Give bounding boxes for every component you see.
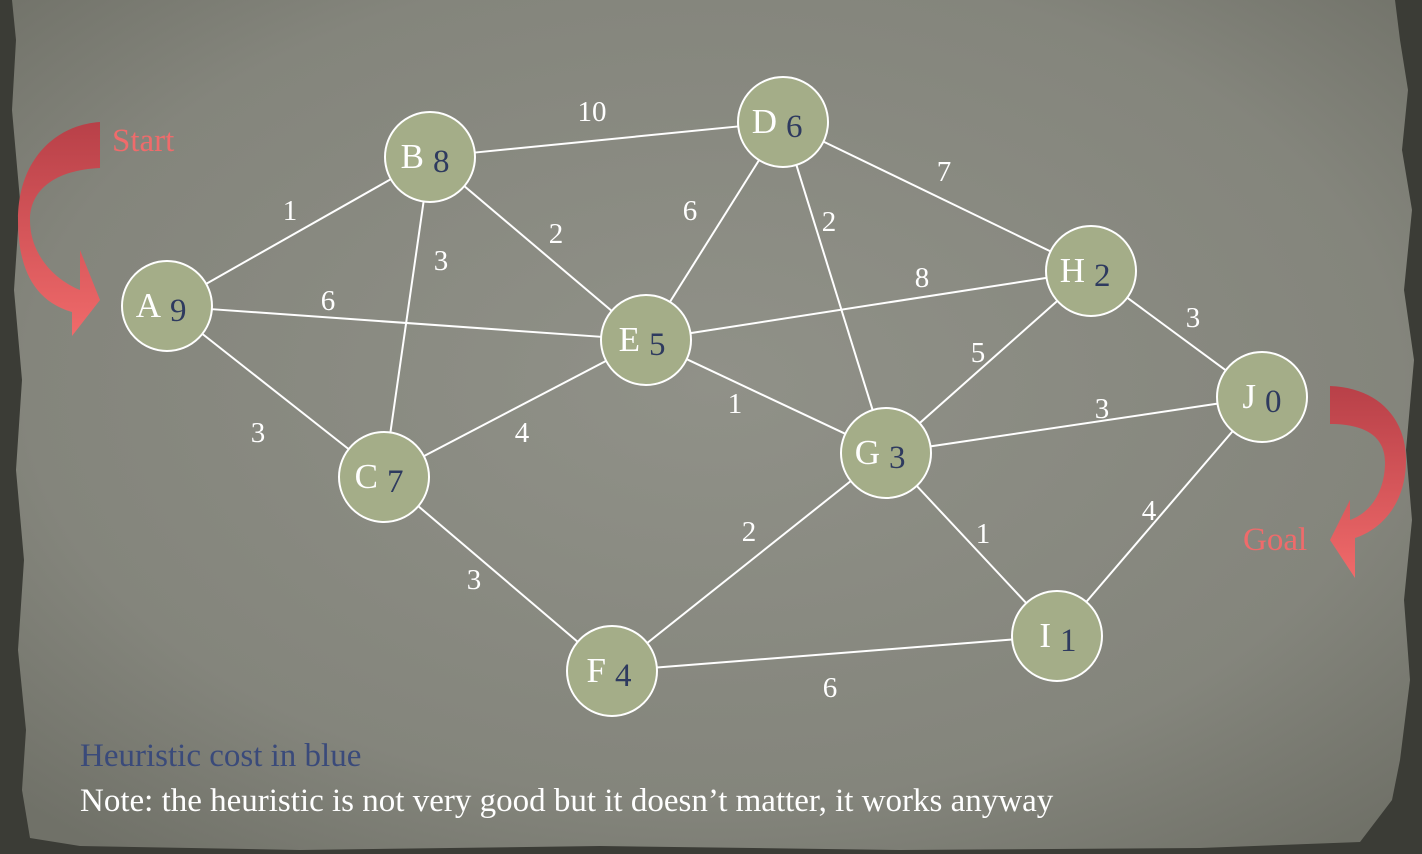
node-label: G [855, 433, 880, 472]
node-circle [384, 111, 476, 203]
node-heuristic: 2 [1094, 258, 1111, 294]
edge-b-c [389, 201, 425, 433]
edge-a-b [205, 178, 392, 285]
edge-weight-f-g: 2 [742, 516, 757, 548]
edge-d-g [795, 164, 874, 411]
goal-arrow-icon [1330, 386, 1406, 578]
edge-weight-a-e: 6 [321, 285, 336, 317]
node-label: J [1242, 377, 1256, 416]
node-heuristic: 0 [1265, 384, 1282, 420]
edge-f-g [646, 480, 852, 644]
node-label: C [355, 457, 378, 496]
node-label: B [401, 137, 424, 176]
edge-weight-c-f: 3 [467, 564, 482, 596]
node-circle [600, 294, 692, 386]
node-heuristic: 6 [786, 109, 803, 145]
node-heuristic: 7 [387, 464, 404, 500]
node-label: D [752, 102, 777, 141]
edge-weight-g-i: 1 [976, 518, 991, 550]
node-label: A [136, 286, 162, 325]
goal-label: Goal [1243, 522, 1307, 558]
edge-weight-i-j: 4 [1142, 495, 1157, 527]
edge-weight-e-g: 1 [728, 388, 743, 420]
edge-e-h [690, 276, 1047, 335]
edge-weight-a-b: 1 [283, 195, 298, 227]
edge-weight-b-e: 2 [549, 218, 564, 250]
note-caption: Note: the heuristic is not very good but… [80, 783, 1054, 819]
node-circle [566, 625, 658, 717]
edge-i-j [1085, 430, 1234, 603]
edge-c-e [423, 359, 607, 458]
edge-c-f [417, 505, 579, 643]
edge-weight-c-e: 4 [515, 417, 530, 449]
start-arrow-icon [18, 122, 100, 336]
edge-d-h [823, 140, 1051, 253]
node-circle [1045, 225, 1137, 317]
edge-weight-g-j: 3 [1095, 393, 1110, 425]
node-circle [737, 76, 829, 168]
edge-h-j [1126, 296, 1227, 372]
start-label: Start [112, 123, 174, 159]
edge-weight-e-h: 8 [915, 262, 930, 294]
edge-e-g [686, 358, 846, 435]
node-circle [1216, 351, 1308, 443]
edge-weight-h-j: 3 [1186, 302, 1201, 334]
node-label: I [1039, 616, 1051, 655]
edge-weight-d-g: 2 [822, 206, 837, 238]
node-heuristic: 4 [615, 658, 632, 694]
node-label: E [619, 320, 640, 359]
edge-b-e [463, 185, 613, 312]
node-heuristic: 8 [433, 144, 450, 180]
node-heuristic: 5 [649, 327, 666, 363]
node-heuristic: 1 [1060, 623, 1077, 659]
edge-weight-f-i: 6 [823, 672, 838, 704]
node-circle [121, 260, 213, 352]
node-circle [1011, 590, 1103, 682]
edge-b-d [474, 125, 739, 154]
edge-a-c [201, 333, 350, 450]
edge-weight-a-c: 3 [251, 417, 266, 449]
edge-weight-b-d: 10 [578, 96, 607, 128]
node-circle [338, 431, 430, 523]
node-heuristic: 3 [889, 440, 906, 476]
edge-g-i [915, 485, 1028, 604]
heuristic-caption: Heuristic cost in blue [80, 738, 362, 774]
torn-paper-background [12, 0, 1414, 850]
edge-weight-d-e: 6 [683, 195, 698, 227]
edge-d-e [669, 159, 760, 303]
node-label: H [1060, 251, 1085, 290]
node-heuristic: 9 [170, 293, 187, 329]
node-label: F [587, 651, 606, 690]
edge-g-h [918, 300, 1059, 424]
edge-f-i [656, 638, 1013, 669]
edge-weight-g-h: 5 [971, 337, 986, 369]
edge-weight-b-c: 3 [434, 245, 449, 277]
edge-g-j [930, 402, 1218, 448]
node-circle [840, 407, 932, 499]
edge-weight-d-h: 7 [937, 156, 952, 188]
